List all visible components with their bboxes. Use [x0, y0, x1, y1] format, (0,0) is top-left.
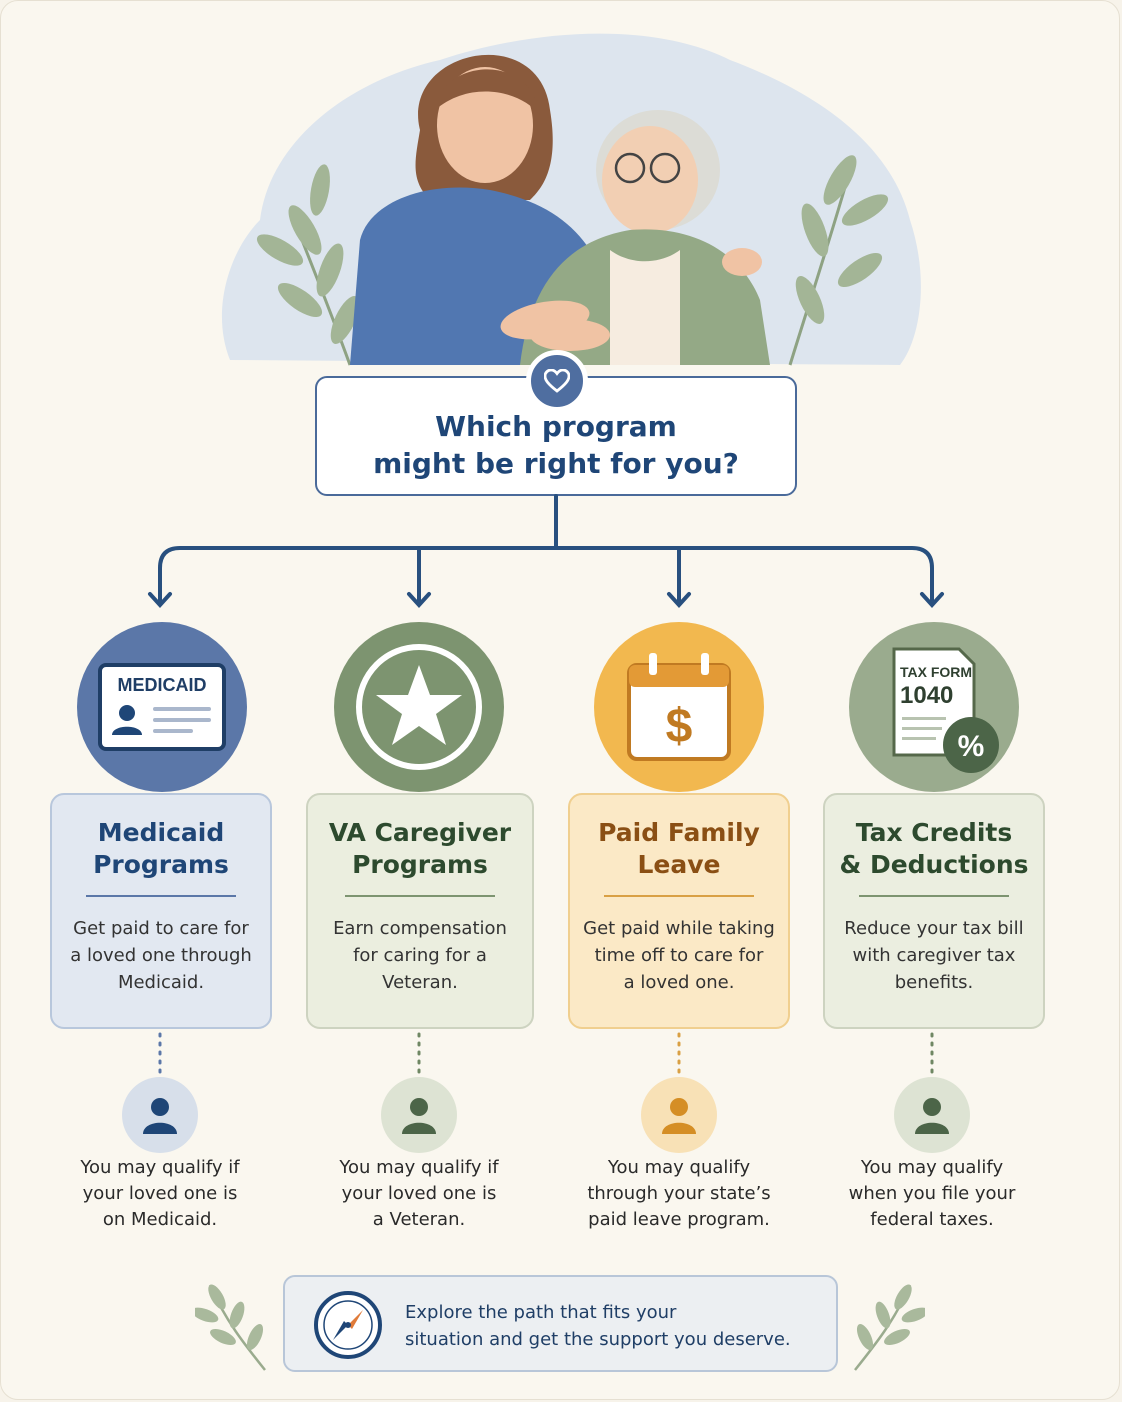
paid-leave-icon-circle: $	[594, 622, 764, 792]
person-circle-paid-leave	[641, 1077, 717, 1153]
qualify-text-paid-leave: You may qualify through your state’s pai…	[587, 1157, 771, 1230]
footer-leaf-right	[854, 1284, 925, 1371]
heart-icon	[544, 369, 570, 393]
person-circle-va	[381, 1077, 457, 1153]
medicaid-card-label: MEDICAID	[118, 675, 207, 695]
card-title: VA Caregiver Programs	[328, 818, 512, 879]
card-divider	[345, 895, 495, 897]
card-paid-family-leave: Paid Family Leave Get paid while taking …	[568, 793, 790, 1029]
footer-text: Explore the path that fits your situatio…	[405, 1302, 791, 1350]
card-divider	[86, 895, 236, 897]
medicaid-icon-circle: MEDICAID	[77, 622, 247, 792]
person-circle-tax	[894, 1077, 970, 1153]
tax-icon-circle: TAX FORM 1040 %	[849, 622, 1019, 792]
card-title: Paid Family Leave	[598, 818, 760, 879]
card-description: Earn compensation for caring for a Veter…	[333, 918, 507, 993]
person-icon	[662, 1098, 696, 1134]
heart-badge	[526, 350, 588, 412]
footer-leaf-left	[195, 1284, 266, 1371]
qualify-text-medicaid: You may qualify if your loved one is on …	[80, 1157, 240, 1230]
person-icon	[143, 1098, 177, 1134]
card-description: Get paid to care for a loved one through…	[70, 918, 252, 993]
person-icon	[402, 1098, 436, 1134]
calendar-dollar-icon: $	[627, 653, 731, 761]
card-divider	[859, 895, 1009, 897]
person-icon	[915, 1098, 949, 1134]
tax-form-label: TAX FORM	[900, 664, 972, 680]
compass-icon	[314, 1291, 382, 1359]
qualify-text-tax: You may qualify when you file your feder…	[848, 1157, 1016, 1230]
tax-form-icon: TAX FORM 1040 %	[892, 647, 999, 773]
card-description: Get paid while taking time off to care f…	[583, 918, 775, 993]
star-icon	[356, 644, 482, 770]
qualify-text-va: You may qualify if your loved one is a V…	[339, 1157, 499, 1230]
svg-text:$: $	[666, 700, 693, 753]
card-divider	[604, 895, 754, 897]
card-description: Reduce your tax bill with caregiver tax …	[844, 918, 1024, 993]
card-tax-credits: Tax Credits & Deductions Reduce your tax…	[823, 793, 1045, 1029]
tax-form-number: 1040	[900, 682, 953, 709]
card-va-caregiver: VA Caregiver Programs Earn compensation …	[306, 793, 534, 1029]
card-medicaid: Medicaid Programs Get paid to care for a…	[50, 793, 272, 1029]
right-leaves	[788, 155, 889, 366]
medicaid-card-icon: MEDICAID	[98, 663, 226, 751]
left-leaves	[256, 164, 360, 366]
holding-hands	[500, 248, 762, 351]
card-title: Medicaid Programs	[93, 818, 229, 879]
caregiver-illustration	[221, 33, 921, 366]
percent-badge-label: %	[958, 730, 985, 763]
card-title: Tax Credits & Deductions	[839, 818, 1029, 879]
question-title: Which program might be right for you?	[373, 410, 739, 480]
person-circle-medicaid	[122, 1077, 198, 1153]
va-icon-circle	[334, 622, 504, 792]
footer-callout: Explore the path that fits your situatio…	[283, 1275, 838, 1372]
